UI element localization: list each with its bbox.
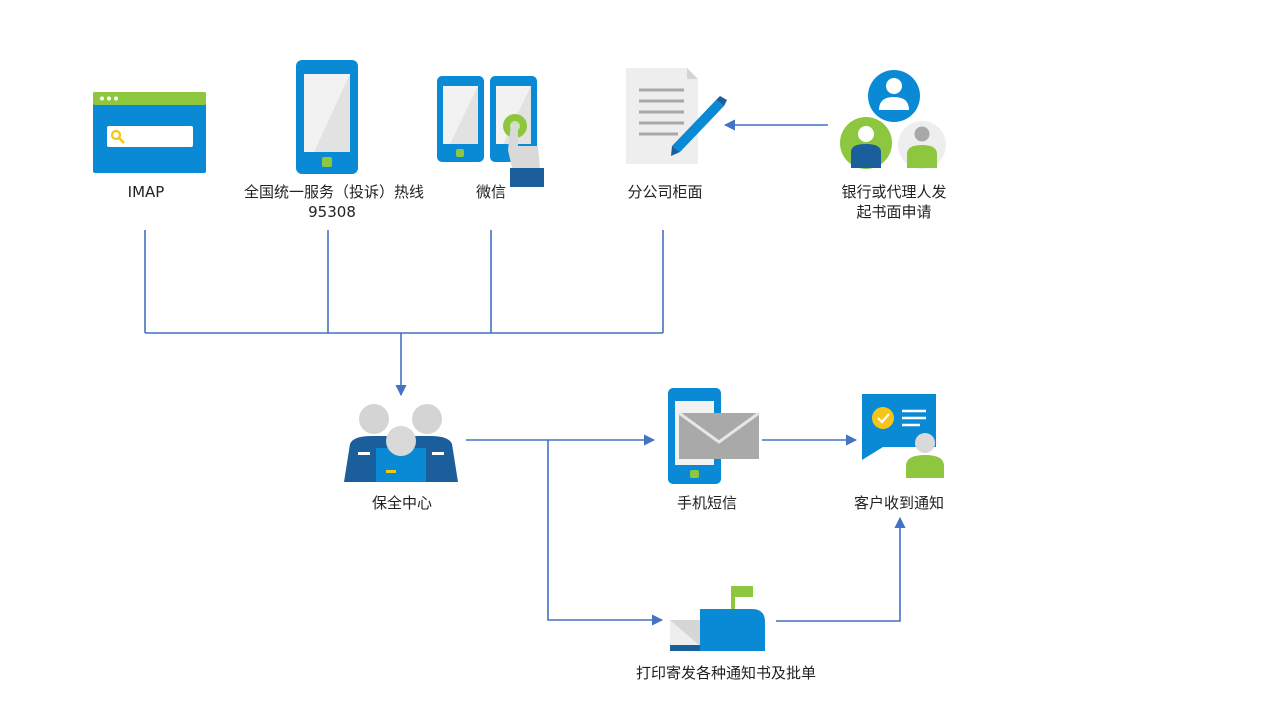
mailbox-icon <box>670 586 765 651</box>
counter-label: 分公司柜面 <box>627 183 703 201</box>
bank-agent-label-line2: 起书面申请 <box>856 203 932 221</box>
hotline-label-line1: 全国统一服务（投诉）热线 <box>243 183 425 201</box>
customer-label: 客户收到通知 <box>853 494 945 512</box>
mail-label: 打印寄发各种通知书及批单 <box>635 664 817 682</box>
wechat-label: 微信 <box>475 183 507 201</box>
hotline-label-line2: 95308 <box>308 203 356 221</box>
connectors <box>144 119 906 626</box>
customer-notification-icon <box>862 394 944 478</box>
arrow-mail-to-customer <box>776 516 906 622</box>
sms-label: 手机短信 <box>676 494 738 512</box>
smartphone-icon <box>296 60 358 174</box>
imap-label: IMAP <box>127 183 165 201</box>
document-pen-icon <box>626 68 727 164</box>
center-label: 保全中心 <box>371 494 433 512</box>
phone-mail-icon <box>668 388 760 484</box>
service-team-icon <box>344 404 458 482</box>
bank-agent-label-line1: 银行或代理人发 <box>841 183 947 201</box>
people-group-icon <box>840 70 946 169</box>
browser-window-search-icon <box>93 92 206 173</box>
phones-touch-icon <box>437 76 544 187</box>
arrow-center-to-mail <box>547 440 664 626</box>
